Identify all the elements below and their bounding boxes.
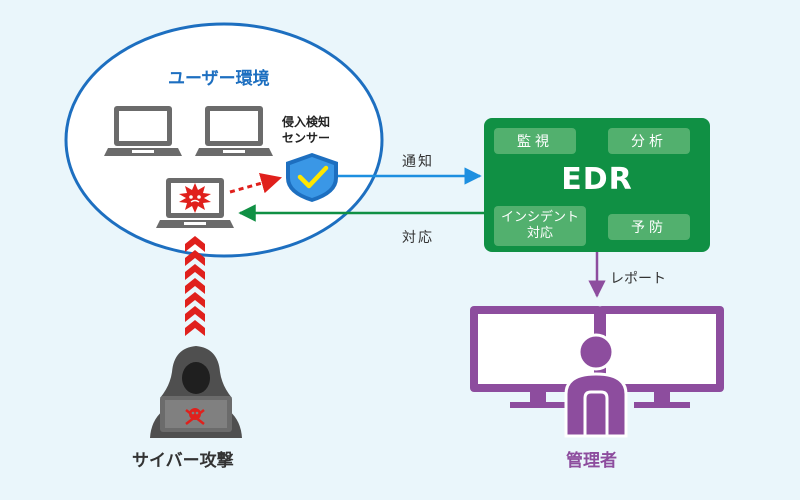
shield-check-icon [286, 153, 338, 202]
edr-title: EDR [561, 162, 633, 197]
edr-panel: 監視 分析 EDR インシデント 対応 予防 [484, 118, 710, 252]
sensor-label: 侵入検知 センサー [282, 114, 330, 146]
administrator-icon [564, 333, 628, 438]
hacker-icon [150, 346, 242, 438]
edr-function-analysis: 分析 [608, 128, 690, 154]
report-label: レポート [610, 271, 666, 287]
edr-function-incident-response: インシデント 対応 [494, 206, 586, 246]
sensor-label-line1: 侵入検知 [282, 115, 331, 129]
edr-function-prevention: 予防 [608, 214, 690, 240]
attack-path-arrow [185, 236, 205, 336]
laptop-icon [104, 106, 182, 156]
laptop-icon [195, 106, 273, 156]
user-environment-title: ユーザー環境 [168, 69, 270, 89]
respond-label: 対応 [402, 230, 434, 246]
administrator-label: 管理者 [566, 451, 617, 471]
skull-icon [185, 408, 205, 425]
monitor-icon [598, 306, 724, 408]
cyber-attack-label: サイバー攻撃 [132, 451, 234, 471]
notify-label: 通知 [402, 154, 434, 170]
malware-icon [179, 183, 211, 213]
monitor-icon [470, 306, 602, 408]
edr-function-incident-line2: 対応 [526, 226, 553, 241]
edr-function-incident-line1: インシデント [500, 210, 579, 225]
sensor-label-line2: センサー [282, 131, 331, 145]
edr-function-monitoring: 監視 [494, 128, 576, 154]
